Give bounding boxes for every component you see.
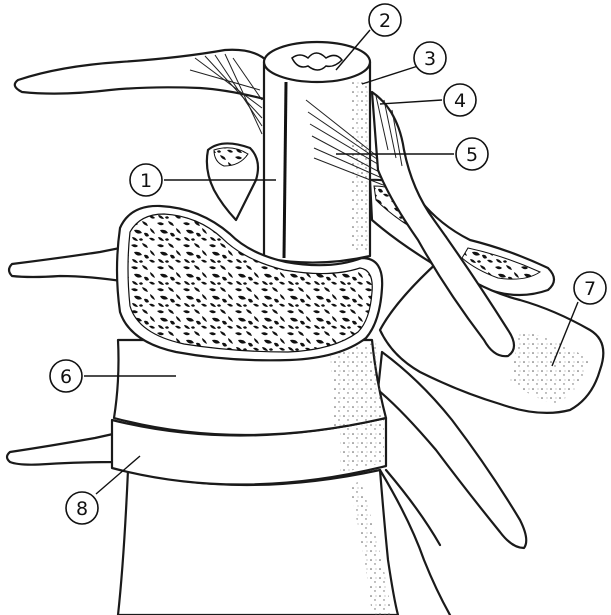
left-nerve-root-upper [15, 50, 268, 134]
callout-7-label: 7 [584, 278, 596, 300]
callout-6-label: 6 [60, 366, 72, 388]
left-nerve-root-middle [9, 246, 130, 282]
callout-1-label: 1 [140, 170, 152, 192]
leader-4 [380, 100, 442, 104]
callout-8-label: 8 [76, 498, 88, 520]
callout-8: 8 [66, 492, 98, 524]
lower-vertebral-body [118, 470, 450, 615]
articular-process-left [207, 143, 258, 220]
callout-5-label: 5 [466, 144, 478, 166]
callout-2-label: 2 [379, 10, 391, 32]
callout-3: 3 [414, 42, 446, 74]
callout-5: 5 [456, 138, 488, 170]
callout-1: 1 [130, 164, 162, 196]
callout-4-label: 4 [454, 90, 466, 112]
callout-4: 4 [444, 84, 476, 116]
callout-2: 2 [369, 4, 401, 36]
left-nerve-root-lower [7, 432, 122, 465]
callout-6: 6 [50, 360, 82, 392]
callout-7: 7 [574, 272, 606, 304]
callout-3-label: 3 [424, 48, 436, 70]
